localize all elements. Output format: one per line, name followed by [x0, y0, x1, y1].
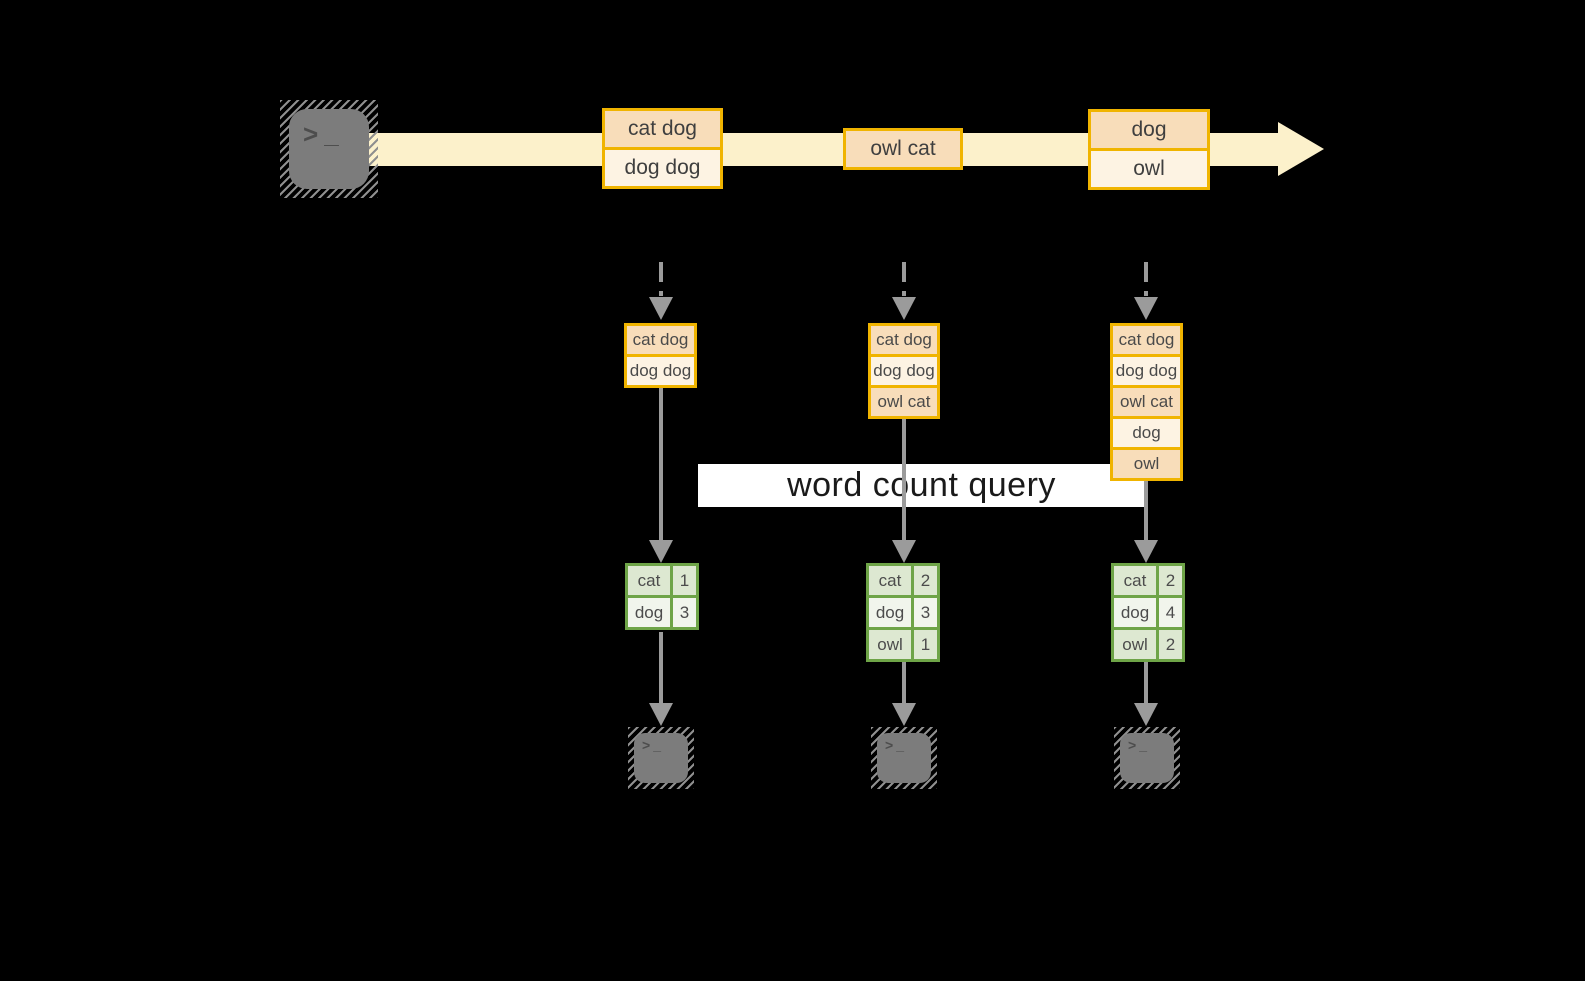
sink-terminal-icon-2: >_ — [871, 727, 937, 789]
prompt-cursor: _ — [324, 119, 339, 149]
buffer-stack-3: cat dog dog dog owl cat dog owl — [1110, 323, 1183, 481]
query-band: word count query — [698, 464, 1145, 507]
terminal-screen: >_ — [289, 109, 369, 189]
process-arrow-line-1 — [659, 387, 663, 541]
count-word-cell: owl — [1114, 630, 1156, 659]
count-value-cell: 3 — [673, 598, 696, 627]
dashed-arrow-line-2 — [902, 262, 906, 296]
count-word-cell: dog — [628, 598, 670, 627]
prompt-chevron: > — [303, 119, 319, 149]
count-value-cell: 2 — [1159, 630, 1182, 659]
stream-arrow-head-icon — [1278, 122, 1324, 176]
count-word-cell: cat — [628, 566, 670, 595]
output-arrow-line-2 — [902, 659, 906, 704]
output-arrow-line-3 — [1144, 659, 1148, 704]
buffer-line: cat dog — [627, 326, 694, 354]
buffer-line: dog — [1113, 416, 1180, 447]
terminal-prompt-icon: >_ — [303, 119, 339, 150]
process-arrow-head-2 — [892, 540, 916, 563]
prompt-chevron: > — [885, 737, 894, 753]
count-value-cell: 2 — [1159, 566, 1182, 595]
stream-message-line: cat dog — [605, 111, 720, 147]
terminal-screen: >_ — [1120, 733, 1174, 783]
stream-message-line: owl cat — [846, 131, 960, 167]
count-value-cell: 3 — [914, 598, 937, 627]
dashed-arrow-head-3 — [1134, 297, 1158, 320]
output-arrow-line-1 — [659, 632, 663, 704]
count-word-cell: dog — [1114, 598, 1156, 627]
prompt-cursor: _ — [896, 737, 904, 753]
process-arrow-head-3 — [1134, 540, 1158, 563]
stream-message-1: cat dog dog dog — [602, 108, 723, 189]
dashed-arrow-head-2 — [892, 297, 916, 320]
stream-message-line: dog dog — [605, 147, 720, 186]
process-arrow-head-1 — [649, 540, 673, 563]
query-label: word count query — [787, 466, 1056, 504]
buffer-line: cat dog — [871, 326, 937, 354]
process-arrow-line-3 — [1144, 480, 1148, 541]
terminal-screen: >_ — [877, 733, 931, 783]
buffer-line: dog dog — [627, 354, 694, 385]
stream-message-line: dog — [1091, 112, 1207, 148]
buffer-line: dog dog — [1113, 354, 1180, 385]
buffer-line: cat dog — [1113, 326, 1180, 354]
terminal-prompt-icon: >_ — [642, 737, 661, 753]
terminal-prompt-icon: >_ — [1128, 737, 1147, 753]
terminal-prompt-icon: >_ — [885, 737, 904, 753]
count-word-cell: owl — [869, 630, 911, 659]
sink-terminal-icon-3: >_ — [1114, 727, 1180, 789]
word-count-table-3: cat 2 dog 4 owl 2 — [1111, 563, 1185, 662]
count-value-cell: 1 — [914, 630, 937, 659]
count-value-cell: 1 — [673, 566, 696, 595]
buffer-line: owl cat — [871, 385, 937, 416]
prompt-cursor: _ — [1139, 737, 1147, 753]
word-count-table-1: cat 1 dog 3 — [625, 563, 699, 630]
count-word-cell: dog — [869, 598, 911, 627]
count-word-cell: cat — [1114, 566, 1156, 595]
word-count-table-2: cat 2 dog 3 owl 1 — [866, 563, 940, 662]
dashed-arrow-line-3 — [1144, 262, 1148, 296]
output-arrow-head-2 — [892, 703, 916, 726]
buffer-line: owl — [1113, 447, 1180, 478]
source-terminal-icon: >_ — [280, 100, 378, 198]
stream-message-3: dog owl — [1088, 109, 1210, 190]
count-word-cell: cat — [869, 566, 911, 595]
count-value-cell: 4 — [1159, 598, 1182, 627]
buffer-line: owl cat — [1113, 385, 1180, 416]
process-arrow-line-2 — [902, 417, 906, 541]
dashed-arrow-line-1 — [659, 262, 663, 296]
output-arrow-head-1 — [649, 703, 673, 726]
dashed-arrow-head-1 — [649, 297, 673, 320]
count-value-cell: 2 — [914, 566, 937, 595]
sink-terminal-icon-1: >_ — [628, 727, 694, 789]
stream-message-2: owl cat — [843, 128, 963, 170]
buffer-line: dog dog — [871, 354, 937, 385]
prompt-cursor: _ — [653, 737, 661, 753]
buffer-stack-1: cat dog dog dog — [624, 323, 697, 388]
buffer-stack-2: cat dog dog dog owl cat — [868, 323, 940, 419]
terminal-screen: >_ — [634, 733, 688, 783]
stream-message-line: owl — [1091, 148, 1207, 187]
prompt-chevron: > — [642, 737, 651, 753]
prompt-chevron: > — [1128, 737, 1137, 753]
output-arrow-head-3 — [1134, 703, 1158, 726]
